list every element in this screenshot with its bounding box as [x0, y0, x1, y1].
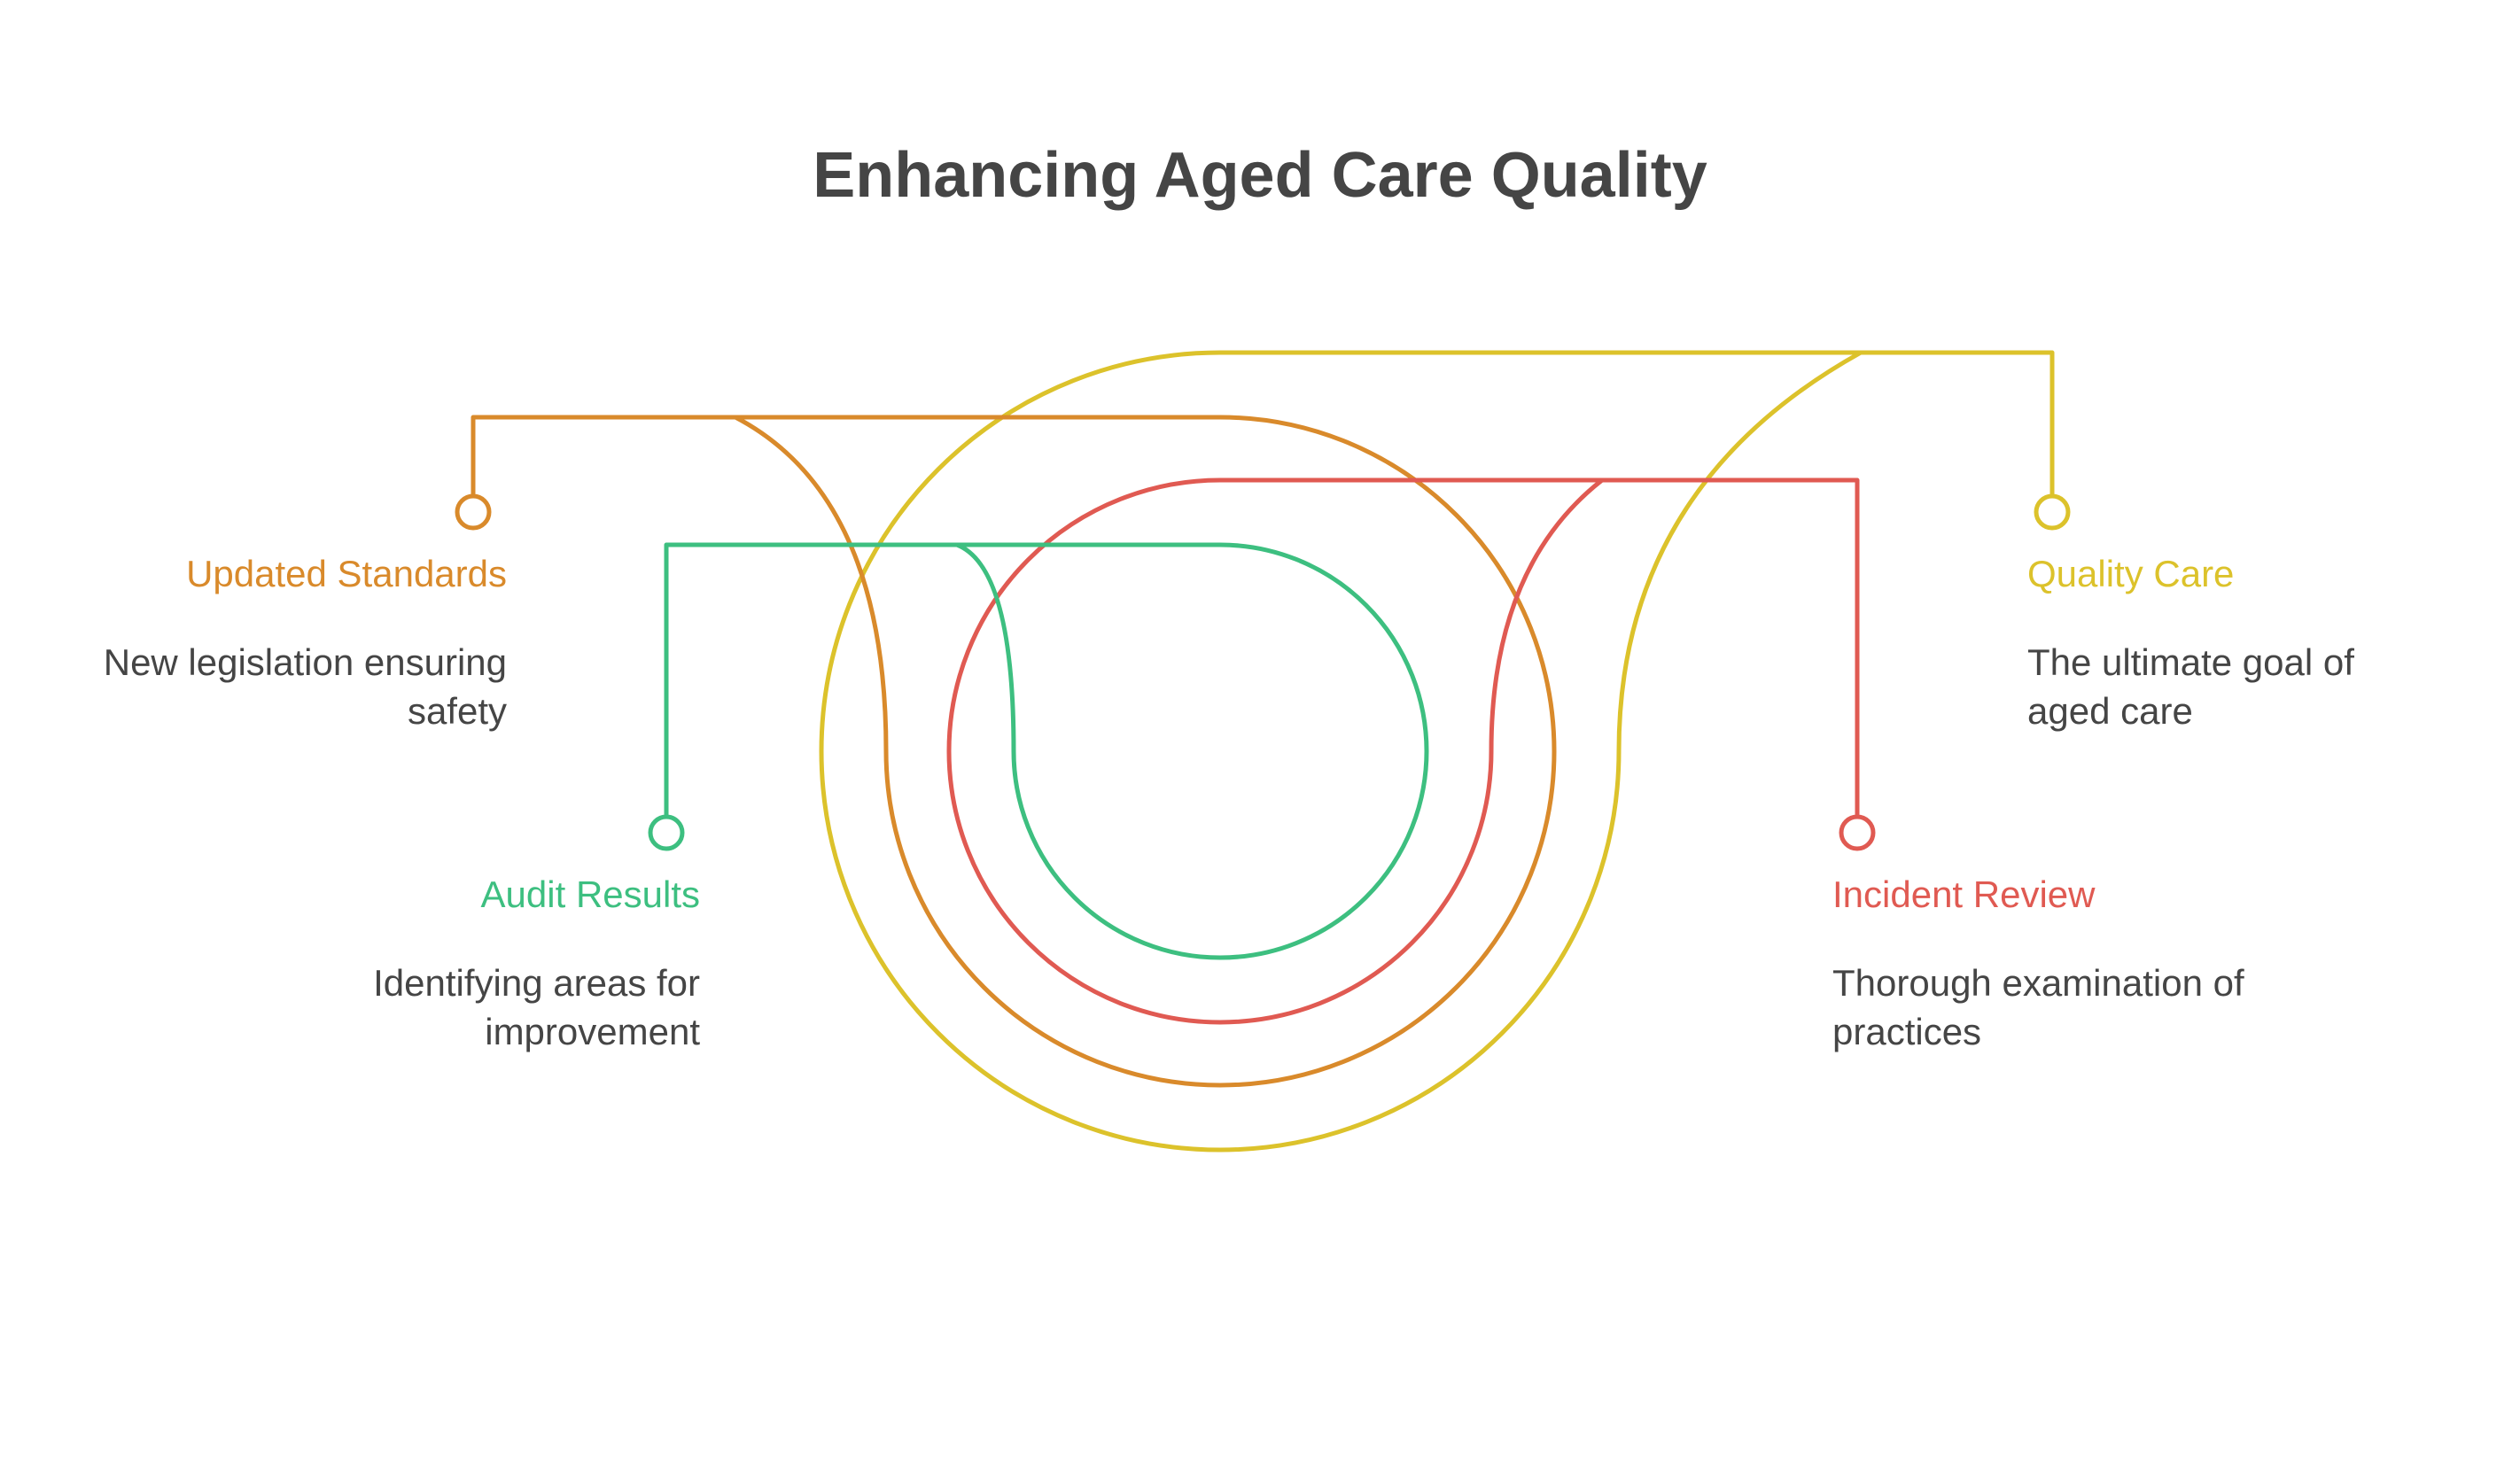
incident-review-ring: [946, 477, 1860, 1025]
quality-care-label: Quality Care: [2027, 553, 2235, 594]
audit-results-description: Identifying areas for improvement: [373, 962, 700, 1052]
updated-standards-ring: [471, 415, 1557, 1088]
audit-results-node: [648, 814, 685, 851]
incident-review-node: [1839, 814, 1876, 851]
quality-care-ring: [819, 350, 2055, 1153]
audit-results-label: Audit Results: [480, 873, 700, 915]
quality-care-description: The ultimate goal of aged care: [2027, 641, 2354, 732]
updated-standards-label: Updated Standards: [186, 553, 507, 594]
quality-care-node: [2034, 493, 2071, 531]
audit-results-ring: [664, 542, 1429, 960]
page-title: Enhancing Aged Care Quality: [813, 140, 1707, 211]
updated-standards-description: New legislation ensuring safety: [103, 641, 507, 732]
incident-review-description: Thorough examination of practices: [1832, 962, 2244, 1052]
incident-review-label: Incident Review: [1832, 873, 2096, 915]
updated-standards-node: [455, 493, 492, 531]
